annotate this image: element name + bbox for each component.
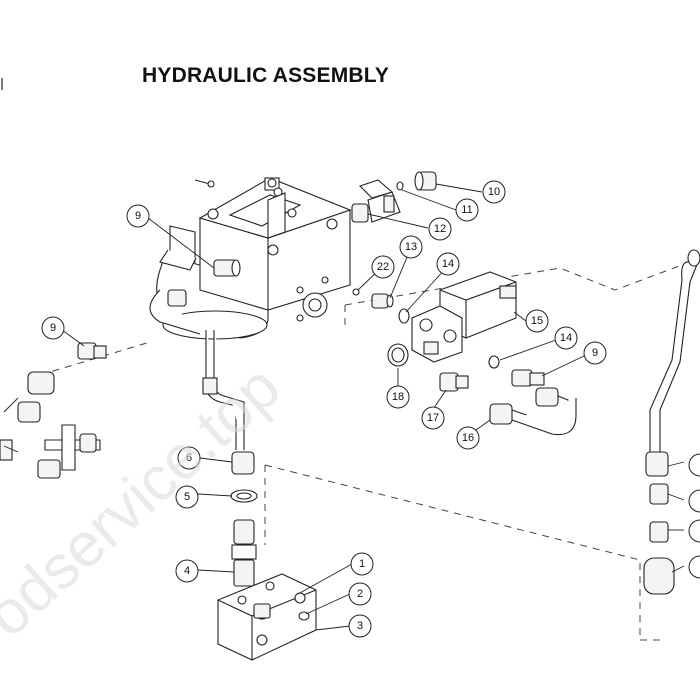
svg-text:16: 16 xyxy=(462,432,474,444)
callout-2: 2 xyxy=(348,582,372,606)
svg-text:9: 9 xyxy=(592,347,598,359)
svg-text:11: 11 xyxy=(461,204,472,216)
svg-text:9: 9 xyxy=(135,210,141,222)
page-title: HYDRAULIC ASSEMBLY xyxy=(142,64,389,87)
svg-text:6: 6 xyxy=(186,452,192,464)
callout-3: 3 xyxy=(348,614,372,638)
straight-fittings-right xyxy=(439,369,545,392)
svg-text:22: 22 xyxy=(377,261,389,273)
fitting-left xyxy=(77,342,107,360)
vertical-fitting-stack xyxy=(230,451,258,587)
svg-text:10: 10 xyxy=(488,186,500,198)
callout-4: 4 xyxy=(175,559,199,583)
tee-fitting-group xyxy=(0,371,101,479)
callout-14-upper: 14 xyxy=(436,252,460,276)
callout-18: 18 xyxy=(386,385,410,409)
callout-6: 6 xyxy=(177,446,201,470)
callout-16: 16 xyxy=(456,426,480,450)
seal-and-fitting-parts xyxy=(352,288,500,369)
svg-text:17: 17 xyxy=(427,412,439,424)
callout-22: 22 xyxy=(371,255,395,279)
callout-5: 5 xyxy=(175,485,199,509)
svg-text:14: 14 xyxy=(560,332,572,344)
svg-text:14: 14 xyxy=(442,258,454,270)
callout-9-right: 9 xyxy=(583,341,607,365)
ball-valve-assembly xyxy=(351,171,437,223)
callout-12: 12 xyxy=(428,217,452,241)
svg-text:13: 13 xyxy=(405,241,417,253)
svg-text:9: 9 xyxy=(50,322,56,334)
callout-11: 11 xyxy=(455,198,479,222)
manifold-base-block xyxy=(217,573,317,661)
callout-10: 10 xyxy=(482,180,506,204)
svg-text:5: 5 xyxy=(184,491,190,503)
callout-15: 15 xyxy=(525,309,549,333)
callout-14-lower: 14 xyxy=(554,326,578,350)
svg-text:15: 15 xyxy=(531,315,543,327)
svg-text:4: 4 xyxy=(184,565,190,577)
svg-text:1: 1 xyxy=(359,558,365,570)
svg-text:18: 18 xyxy=(392,391,404,403)
svg-text:2: 2 xyxy=(357,588,363,600)
svg-text:12: 12 xyxy=(434,223,446,235)
solenoid-valve xyxy=(411,271,517,363)
callout-9-left: 9 xyxy=(41,316,65,340)
callout-1: 1 xyxy=(350,552,374,576)
svg-text:3: 3 xyxy=(357,620,363,632)
callout-17: 17 xyxy=(421,406,445,430)
hydraulic-pump-block xyxy=(149,177,352,450)
edge-callout-stubs xyxy=(3,397,700,579)
callout-13: 13 xyxy=(399,235,423,259)
right-tube-assembly xyxy=(643,249,700,595)
bent-tube-assembly xyxy=(489,387,577,436)
callout-9-block: 9 xyxy=(126,204,150,228)
